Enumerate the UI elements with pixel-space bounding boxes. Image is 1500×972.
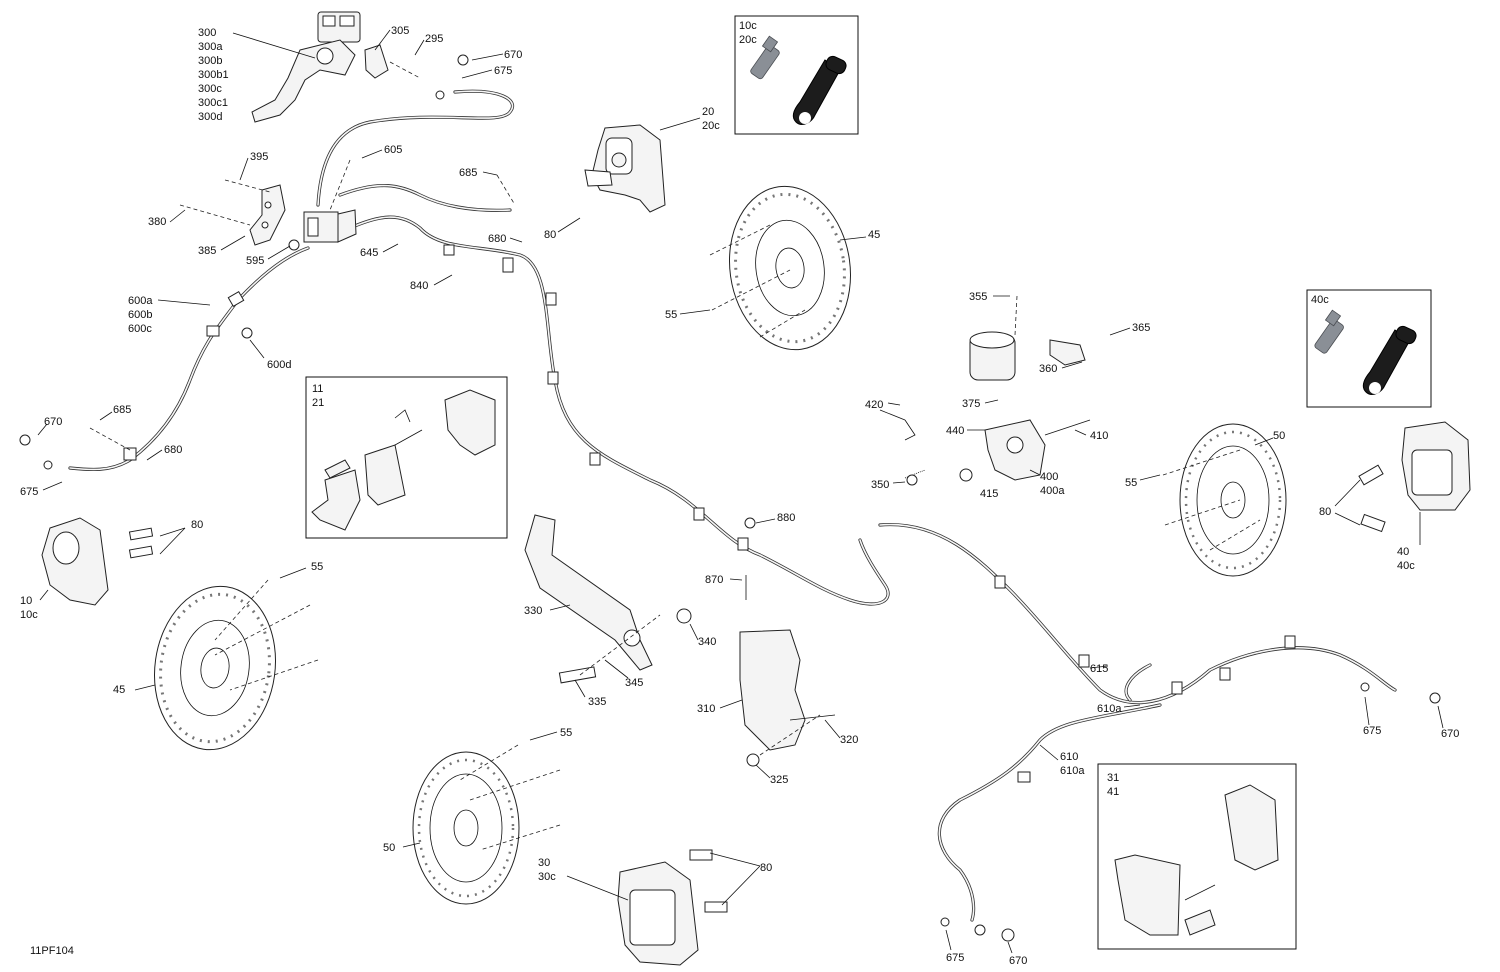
bracket-385 bbox=[249, 184, 286, 246]
inset-pads-rear bbox=[1097, 763, 1297, 950]
callout-325: 325 bbox=[770, 774, 788, 786]
callout-80-top: 80 bbox=[544, 229, 556, 241]
callout-55-bottom: 55 bbox=[560, 727, 572, 739]
callout-300: 300 300a 300b 300b1 300c 300c1 300d bbox=[198, 27, 232, 123]
inset-pads-front bbox=[305, 376, 508, 539]
callout-670-left: 670 bbox=[44, 416, 62, 428]
callout-415: 415 bbox=[980, 488, 998, 500]
callout-50-right: 50 bbox=[1273, 430, 1285, 442]
rear-disc-right bbox=[1179, 423, 1287, 577]
inset-pads-rear-label: 31 41 bbox=[1107, 772, 1122, 798]
callout-615: 615 bbox=[1090, 663, 1108, 675]
callout-55-top: 55 bbox=[665, 309, 677, 321]
assembly-dashes bbox=[89, 61, 1261, 851]
inset-bleeder-rear bbox=[1306, 289, 1432, 408]
callout-610a-upper: 610a bbox=[1097, 703, 1122, 715]
callout-675-right: 675 bbox=[1363, 725, 1381, 737]
callout-685-left: 685 bbox=[113, 404, 131, 416]
front-master-cylinder-lever bbox=[251, 11, 389, 123]
callout-675-bottom: 675 bbox=[946, 952, 964, 964]
front-disc-left bbox=[153, 585, 277, 751]
inset-pads-front-label: 11 21 bbox=[312, 383, 326, 409]
callout-355: 355 bbox=[969, 291, 987, 303]
callout-645: 645 bbox=[360, 247, 378, 259]
callout-330: 330 bbox=[524, 605, 542, 617]
callout-55-left: 55 bbox=[311, 561, 323, 573]
pedal-bracket bbox=[739, 629, 836, 767]
callout-395: 395 bbox=[250, 151, 268, 163]
callout-50-bottom: 50 bbox=[383, 842, 395, 854]
callout-680: 680 bbox=[488, 233, 506, 245]
callout-310: 310 bbox=[697, 703, 715, 715]
callout-80-right: 80 bbox=[1319, 506, 1331, 518]
callout-80-bottom: 80 bbox=[760, 862, 772, 874]
callout-670: 670 bbox=[504, 49, 522, 61]
callout-670-bottom: 670 bbox=[1009, 955, 1027, 967]
callout-440: 440 bbox=[946, 425, 964, 437]
caliper-front-right bbox=[41, 517, 154, 606]
rear-master-cylinder bbox=[879, 331, 1091, 482]
callout-350: 350 bbox=[871, 479, 889, 491]
callout-20: 20 20c bbox=[702, 106, 720, 132]
callout-30: 30 30c bbox=[538, 857, 556, 883]
callout-675-left: 675 bbox=[20, 486, 38, 498]
brake-pedal bbox=[524, 514, 692, 684]
caliper-rear-left bbox=[617, 849, 728, 966]
distribution-block bbox=[303, 209, 357, 243]
fittings bbox=[19, 54, 1441, 942]
callout-345: 345 bbox=[625, 677, 643, 689]
callout-600d: 600d bbox=[267, 359, 291, 371]
callout-685: 685 bbox=[459, 167, 477, 179]
callout-675: 675 bbox=[494, 65, 512, 77]
inset-bleeder-front-label: 10c 20c bbox=[739, 20, 760, 46]
callout-80-left: 80 bbox=[191, 519, 203, 531]
callout-410: 410 bbox=[1090, 430, 1108, 442]
caliper-rear-right bbox=[1358, 421, 1471, 533]
callout-40: 40 40c bbox=[1397, 546, 1415, 572]
callout-610: 610 610a bbox=[1060, 751, 1085, 777]
callout-385: 385 bbox=[198, 245, 216, 257]
callout-320: 320 bbox=[840, 734, 858, 746]
callout-305: 305 bbox=[391, 25, 409, 37]
callout-680-left: 680 bbox=[164, 444, 182, 456]
inset-bleeder-rear-label: 40c bbox=[1311, 294, 1329, 306]
callout-55-right: 55 bbox=[1125, 477, 1137, 489]
callout-365: 365 bbox=[1132, 322, 1150, 334]
diagram-id: 11PF104 bbox=[30, 945, 74, 957]
callout-45-left: 45 bbox=[113, 684, 125, 696]
front-disc-right bbox=[728, 185, 852, 351]
inset-bleeder-front bbox=[734, 15, 859, 135]
callout-295: 295 bbox=[425, 33, 443, 45]
callout-595: 595 bbox=[246, 255, 264, 267]
callout-880: 880 bbox=[777, 512, 795, 524]
callout-375: 375 bbox=[962, 398, 980, 410]
caliper-front-left bbox=[584, 124, 666, 213]
callout-600: 600a 600b 600c bbox=[128, 295, 156, 335]
rear-disc-left bbox=[412, 751, 520, 905]
callout-labels: 300 300a 300b 300b1 300c 300c1 300d 305 … bbox=[20, 20, 1459, 967]
callout-670-right: 670 bbox=[1441, 728, 1459, 740]
callout-605: 605 bbox=[384, 144, 402, 156]
callout-420: 420 bbox=[865, 399, 883, 411]
callout-335: 335 bbox=[588, 696, 606, 708]
callout-840: 840 bbox=[410, 280, 428, 292]
callout-380: 380 bbox=[148, 216, 166, 228]
callout-400: 400 400a bbox=[1040, 471, 1065, 497]
callout-45-top: 45 bbox=[868, 229, 880, 241]
callout-10: 10 10c bbox=[20, 595, 38, 621]
leader-lines bbox=[37, 29, 1444, 954]
callout-360: 360 bbox=[1039, 363, 1057, 375]
callout-870: 870 bbox=[705, 574, 723, 586]
brake-hoses bbox=[68, 89, 1397, 922]
callout-340: 340 bbox=[698, 636, 716, 648]
